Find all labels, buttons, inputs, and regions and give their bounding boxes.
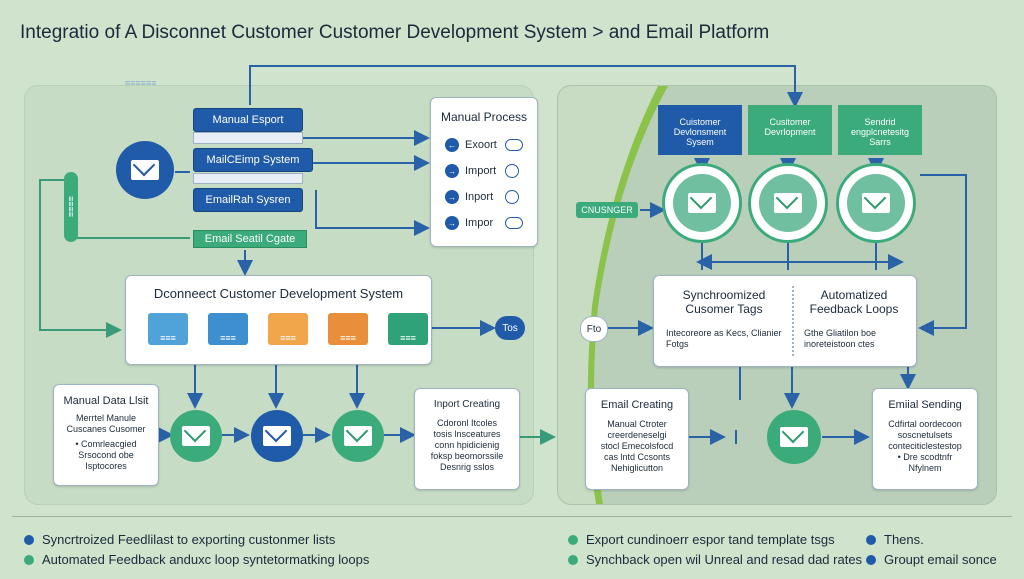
stack-spacer [193,132,303,144]
divider [792,286,795,356]
export-icon: ← [445,138,459,152]
manual-export-button[interactable]: Manual Esport [193,108,303,132]
legend-item: Groupt email sonce [866,552,997,567]
mail-circle-3 [836,163,916,243]
manual-process-box: Manual Process ← Exoort → Import → Inpor… [430,97,538,247]
import-icon: → [445,190,459,204]
page-title: Integratio of A Disconnet Customer Custo… [20,22,770,43]
import-creating-box: Inport Creating Cdoronl Itcoles tosis ln… [414,388,520,490]
legend-item: Export cundinoerr espor tand template ts… [568,532,835,547]
disconnect-system-box: Dconneect Customer Development System ≡≡… [125,275,432,365]
legend-divider [12,516,1012,517]
customer-ribbon: CNUSNGER [576,202,638,218]
header-tab-2[interactable]: Cusitomer Devrlopment [748,105,832,155]
tos-badge: Tos [495,316,525,340]
email-creating-box: Email Creating Manual Ctroter creerdenes… [585,388,689,490]
process-item[interactable]: ← Exoort [445,132,537,158]
legend-item: Thens. [866,532,924,547]
module-tile[interactable]: ≡≡≡ [328,313,368,345]
legend-item: Syncrtroized Feedlilast to exporting cus… [24,532,335,547]
import-icon: → [445,216,459,230]
email-sending-box: Emiial Sending Cdfirtal oordecoon soscne… [872,388,978,490]
legend-dot [866,534,876,545]
email-icon [116,141,174,199]
toggle-icon [505,139,523,151]
manual-data-box: Manual Data Llsit Merrtel Manule Cuscane… [53,384,159,486]
email-system-button[interactable]: EmailRah Sysren [193,188,303,212]
legend-dot [568,554,578,565]
stack-spacer-2 [193,173,303,184]
email-step-2-icon [251,410,303,462]
legend-item: Automated Feedback anduxc loop syntetorm… [24,552,369,567]
watermark: ≡≡≡≡≡≡ [125,78,157,88]
module-tile[interactable]: ≡≡≡ [268,313,308,345]
feedback-loops-title: Automatized Feedback Loops [809,288,899,316]
sync-feedback-box: Synchroomized Cusomer Tags Intecoreore a… [653,275,917,367]
toggle-icon [505,217,523,229]
email-step-3-icon [332,410,384,462]
manual-process-title: Manual Process [440,110,528,124]
import-icon: → [445,164,459,178]
header-tab-3[interactable]: Sendrid engplcnetesitg Sarrs [838,105,922,155]
clock-icon [505,190,519,204]
legend-dot [568,534,578,545]
feedback-loops-desc: Gthe Gliatilon boe inoreteistoon ctes [804,328,877,349]
module-tile[interactable]: ≡≡≡ [388,313,428,345]
module-tile[interactable]: ≡≡≡ [148,313,188,345]
sync-tags-desc: Intecoreore as Kecs, Clianier Fotgs [666,328,782,349]
email-create-button[interactable]: Email Seatil Cgate [193,230,307,248]
sync-tags-title: Synchroomized Cusomer Tags [682,288,766,316]
email-send-icon [767,410,821,464]
email-step-1-icon [170,410,222,462]
email-sending-title: Emiial Sending [888,399,962,411]
mailchimp-button[interactable]: MailCEimp System [193,148,313,172]
process-item[interactable]: → Inport [445,184,537,210]
manual-data-title: Manual Data Llsit [63,395,149,407]
disconnect-title: Dconneect Customer Development System [153,286,404,301]
mail-circle-2 [748,163,828,243]
mail-circle-1 [662,163,742,243]
fto-badge: Fto [580,316,608,342]
import-creating-title: Inport Creating [433,399,501,410]
legend-dot [24,554,34,565]
module-tile[interactable]: ≡≡≡ [208,313,248,345]
legend-dot [24,534,34,545]
email-creating-title: Email Creating [600,399,674,411]
clock-icon [505,164,519,178]
header-tab-1[interactable]: Cuistomer Devlonsment Sysem [658,105,742,155]
process-item[interactable]: → Import [445,158,537,184]
legend-dot [866,554,876,565]
vertical-tag: ≡≡≡≡ [64,172,78,242]
legend-item: Synchback open wil Unreal and resad dad … [568,552,862,567]
process-item[interactable]: → Impor [445,210,537,236]
